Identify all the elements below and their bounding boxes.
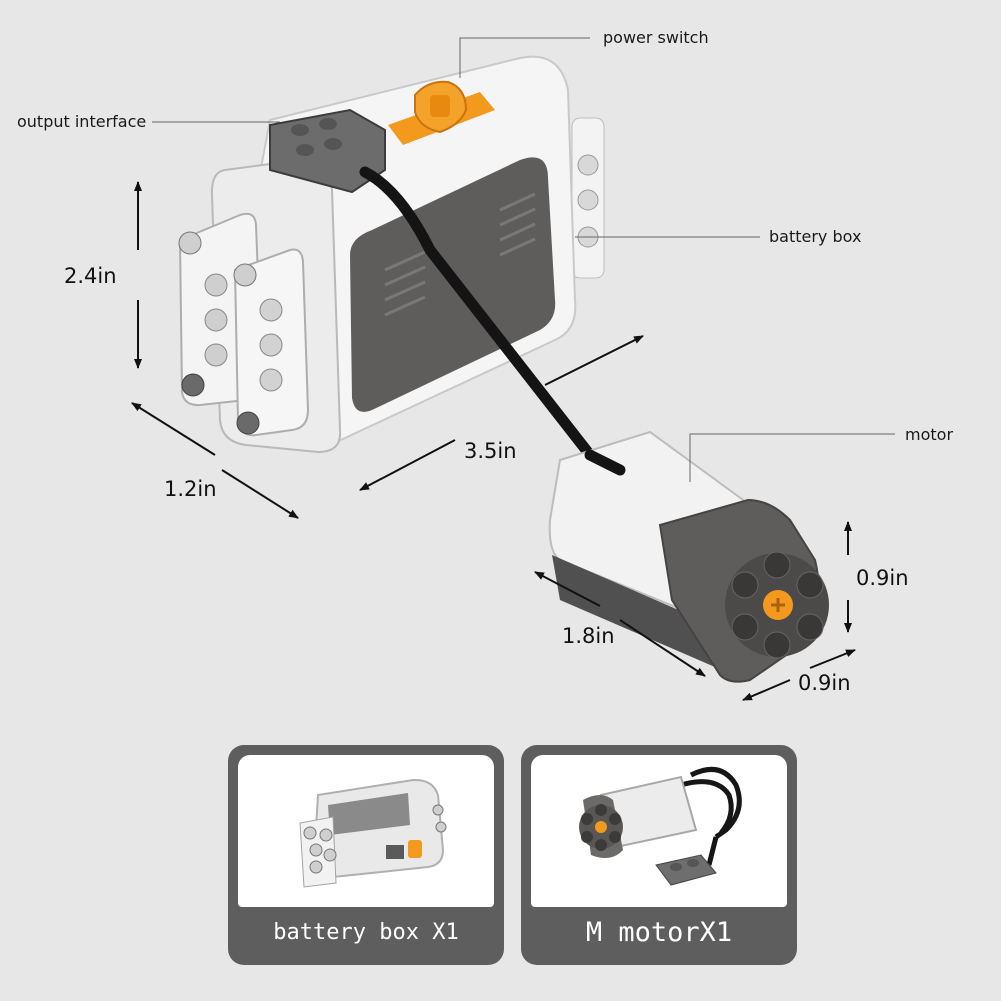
battery-depth-label: 1.2in [164, 477, 217, 501]
motor-height-label: 0.9in [856, 566, 909, 590]
battery-box [178, 55, 605, 461]
battery-length-label: 3.5in [464, 439, 517, 463]
power-switch [388, 80, 495, 145]
battery-box-photo [238, 755, 494, 907]
output-interface-label: output interface [17, 112, 147, 131]
power-switch-label: power switch [603, 28, 709, 47]
cable [359, 166, 596, 461]
battery-vents [384, 192, 536, 317]
motor-width-label: 0.9in [798, 671, 851, 695]
battery-right-bracket [571, 117, 605, 279]
leader-lines [152, 37, 895, 482]
motor-photo [531, 755, 787, 907]
battery-left-bracket [178, 212, 310, 437]
output-interface-connector [269, 108, 386, 194]
battery-box-card: battery box X1 [228, 745, 504, 965]
motor [548, 430, 829, 683]
motor-card-label: M motorX1 [585, 916, 733, 948]
motor-card: M motorX1 [521, 745, 797, 965]
motor-label: motor [905, 425, 954, 444]
battery-box-label: battery box [769, 227, 862, 246]
motor-gray-base [552, 555, 745, 680]
battery-height-label: 2.4in [64, 264, 117, 288]
dimension-arrows [131, 181, 856, 701]
motor-hub [725, 551, 829, 659]
battery-box-card-label: battery box X1 [273, 919, 459, 945]
motor-length-label: 1.8in [562, 624, 615, 648]
